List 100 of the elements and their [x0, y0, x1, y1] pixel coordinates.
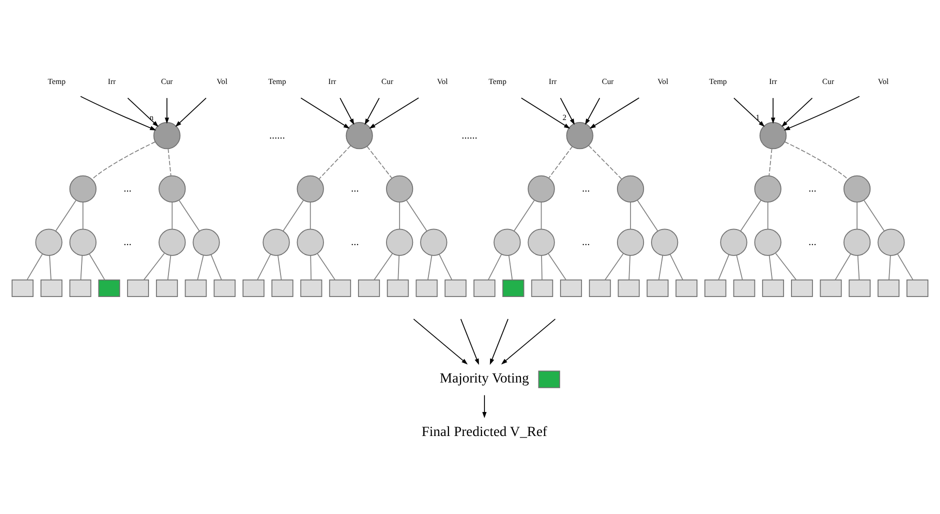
node-circle — [494, 228, 521, 256]
connector — [740, 199, 762, 231]
connector — [167, 254, 172, 280]
node-box — [214, 279, 236, 296]
connector — [736, 254, 743, 280]
node-box — [820, 279, 842, 296]
node-box — [646, 279, 669, 296]
connector — [897, 252, 914, 280]
label: ... — [351, 236, 359, 248]
connector — [210, 254, 222, 280]
node-text: Vol — [216, 76, 228, 86]
node-text: Cur — [822, 76, 834, 86]
node-text: Irr — [108, 76, 116, 86]
connector — [55, 199, 76, 231]
node-text: Cur — [161, 76, 173, 86]
arrow — [175, 97, 207, 126]
node-circle — [528, 228, 555, 256]
connector — [768, 148, 772, 176]
connector — [588, 144, 622, 179]
arrow — [369, 96, 420, 128]
arrow — [520, 97, 570, 128]
node-circle — [69, 228, 96, 256]
node-box — [538, 370, 560, 388]
connector — [775, 252, 797, 280]
node-box — [733, 279, 756, 296]
node-circle — [158, 174, 186, 202]
connector — [92, 140, 156, 180]
connector — [604, 252, 624, 280]
connector — [636, 199, 658, 231]
connector — [399, 201, 400, 229]
connector — [438, 253, 452, 280]
arrow — [560, 97, 575, 124]
connector — [864, 199, 885, 231]
node-circle — [844, 228, 871, 256]
connector — [541, 254, 542, 280]
connector — [197, 254, 204, 280]
connector — [82, 201, 84, 229]
node-text: Temp — [709, 76, 727, 86]
node-text: Vol — [878, 76, 889, 86]
arrow — [781, 97, 813, 126]
arrow — [413, 318, 468, 364]
node-circle — [720, 228, 748, 256]
connector — [888, 254, 891, 280]
connector — [88, 252, 106, 280]
node-text: Temp — [48, 76, 66, 86]
node-circle — [566, 122, 594, 149]
node-circle — [69, 174, 96, 202]
node-box — [98, 279, 120, 296]
connector — [26, 252, 43, 280]
label: ... — [124, 183, 132, 194]
label: ... — [808, 183, 816, 194]
connector — [366, 146, 392, 178]
node-circle — [754, 174, 782, 202]
connector — [834, 252, 852, 280]
connector — [427, 254, 432, 280]
connector — [630, 201, 631, 229]
label: ... — [808, 236, 816, 248]
node-box — [40, 279, 62, 296]
node-text: Cur — [381, 76, 394, 86]
node-text: Vol — [437, 76, 448, 86]
node-text: Final Predicted V_Ref — [422, 424, 548, 440]
node-text: Irr — [328, 76, 336, 86]
node-circle — [262, 228, 290, 256]
node-box — [791, 279, 813, 296]
node-box — [474, 279, 496, 296]
connector — [857, 254, 860, 280]
connector — [508, 254, 513, 280]
node-circle — [296, 174, 324, 202]
node-circle — [616, 174, 644, 202]
arrow — [733, 97, 765, 126]
connector — [256, 253, 271, 280]
connector — [670, 253, 684, 280]
node-box — [358, 279, 380, 296]
node-box — [300, 279, 322, 296]
connector — [658, 254, 664, 280]
connector — [374, 252, 393, 280]
connector — [318, 144, 352, 179]
arrow — [784, 95, 860, 130]
node-box — [588, 279, 611, 296]
node-box — [416, 279, 438, 296]
node-text: Vol — [657, 76, 668, 86]
connector — [540, 201, 542, 229]
connector — [398, 254, 400, 280]
node-box — [156, 279, 178, 296]
connector — [310, 201, 311, 229]
node-circle — [878, 228, 905, 256]
arrow — [490, 318, 508, 364]
connector — [172, 201, 173, 229]
node-circle — [346, 122, 373, 149]
node-circle — [844, 174, 871, 202]
connector — [406, 199, 428, 231]
node-box — [878, 279, 900, 296]
node-circle — [35, 228, 62, 256]
label: ... — [582, 236, 590, 248]
node-box — [502, 279, 524, 296]
node-circle — [158, 228, 186, 256]
connector — [316, 252, 336, 280]
connector — [178, 199, 200, 231]
arrow — [501, 318, 556, 364]
arrow — [585, 97, 600, 124]
